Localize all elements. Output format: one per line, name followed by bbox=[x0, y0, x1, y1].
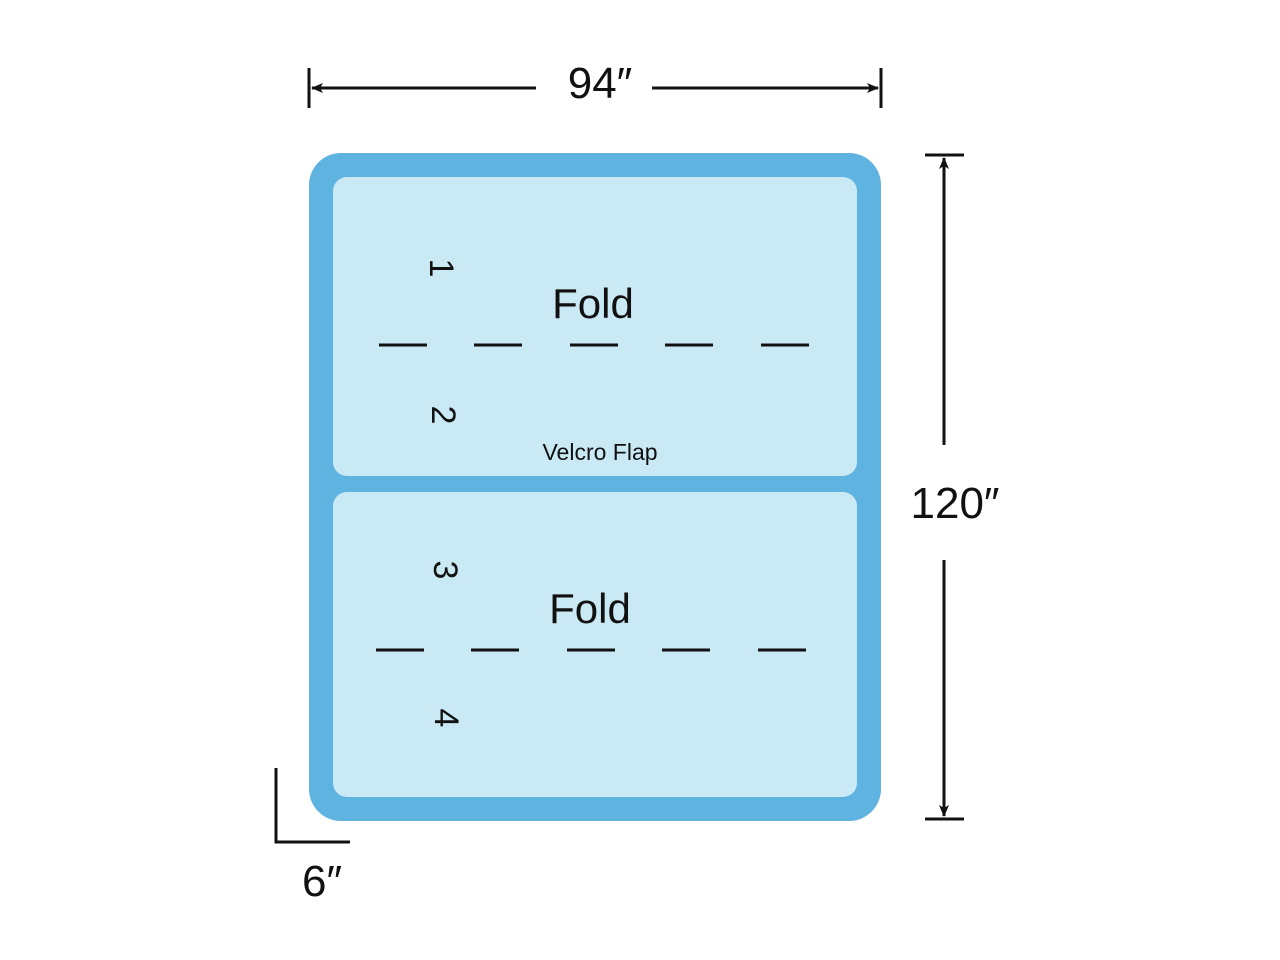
fold-label-bottom: Fold bbox=[549, 585, 631, 632]
height-dimension: 120″ bbox=[911, 153, 1000, 821]
section-number-3: 3 bbox=[426, 561, 464, 580]
section-number-1: 1 bbox=[422, 259, 460, 278]
velcro-flap-label: Velcro Flap bbox=[542, 439, 657, 465]
bottom-panel bbox=[333, 492, 857, 797]
fold-label-top: Fold bbox=[552, 280, 634, 327]
flap-dimension: 6″ bbox=[274, 768, 350, 906]
section-number-2: 2 bbox=[424, 406, 462, 425]
width-dimension: 94″ bbox=[307, 59, 883, 108]
top-panel bbox=[333, 177, 857, 476]
width-label: 94″ bbox=[568, 59, 633, 108]
height-label: 120″ bbox=[911, 479, 1000, 528]
flap-label: 6″ bbox=[302, 857, 342, 906]
section-number-4: 4 bbox=[427, 709, 465, 728]
